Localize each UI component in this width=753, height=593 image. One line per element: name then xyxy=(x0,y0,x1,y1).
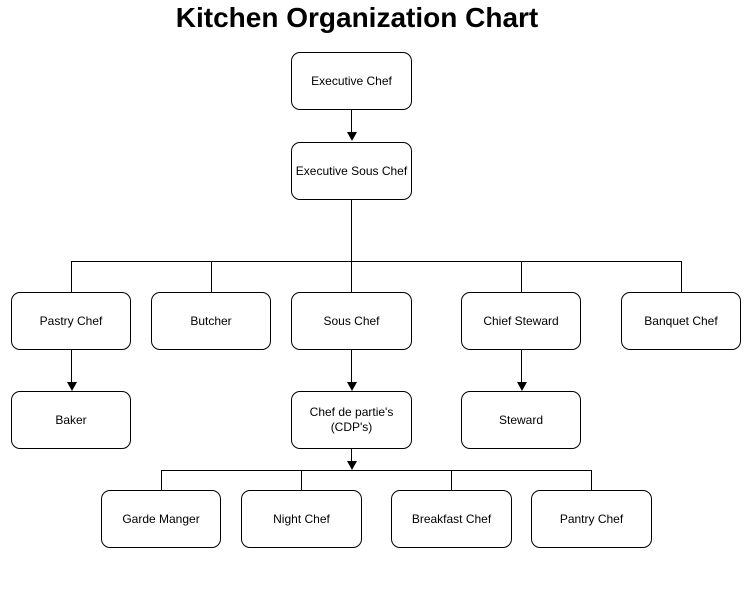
edge-chief-to-steward-line xyxy=(521,350,522,383)
node-sous-chef: Sous Chef xyxy=(291,292,412,350)
edge-cdp-to-rail-line xyxy=(351,449,352,462)
node-banquet-chef: Banquet Chef xyxy=(621,292,741,350)
edge-exec-to-sous-arrowhead-icon xyxy=(347,132,357,141)
edge-pastry-to-baker-line xyxy=(71,350,72,383)
edge-stub-breakfast-chef xyxy=(451,470,452,490)
edge-cdp-to-rail-arrowhead-icon xyxy=(347,461,357,470)
node-pantry-chef: Pantry Chef xyxy=(531,490,652,548)
node-butcher: Butcher xyxy=(151,292,271,350)
node-chef-de-partie: Chef de partie's (CDP's) xyxy=(291,391,412,449)
node-garde-manger: Garde Manger xyxy=(101,490,221,548)
node-steward: Steward xyxy=(461,391,581,449)
edge-sous-trunk-line xyxy=(351,200,352,292)
edge-stub-banquet-chef xyxy=(681,261,682,292)
node-baker: Baker xyxy=(11,391,131,449)
node-executive-chef: Executive Chef xyxy=(291,52,412,110)
edge-rail-row5 xyxy=(161,470,592,471)
edge-stub-butcher xyxy=(211,261,212,292)
edge-chief-to-steward-arrowhead-icon xyxy=(517,382,527,391)
edge-stub-garde-manger xyxy=(161,470,162,490)
edge-sous-to-cdp-arrowhead-icon xyxy=(347,382,357,391)
edge-sous-to-cdp-line xyxy=(351,350,352,383)
edge-exec-to-sous-line xyxy=(351,110,352,134)
edge-stub-chief-steward xyxy=(521,261,522,292)
node-chief-steward: Chief Steward xyxy=(461,292,581,350)
edge-stub-pantry-chef xyxy=(591,470,592,490)
edge-stub-pastry-chef xyxy=(71,261,72,292)
node-pastry-chef: Pastry Chef xyxy=(11,292,131,350)
chart-title: Kitchen Organization Chart xyxy=(175,2,539,33)
node-executive-sous-chef: Executive Sous Chef xyxy=(291,142,412,200)
edge-stub-night-chef xyxy=(301,470,302,490)
node-breakfast-chef: Breakfast Chef xyxy=(391,490,512,548)
node-night-chef: Night Chef xyxy=(241,490,362,548)
edge-rail-row3 xyxy=(71,261,682,262)
edge-pastry-to-baker-arrowhead-icon xyxy=(67,382,77,391)
